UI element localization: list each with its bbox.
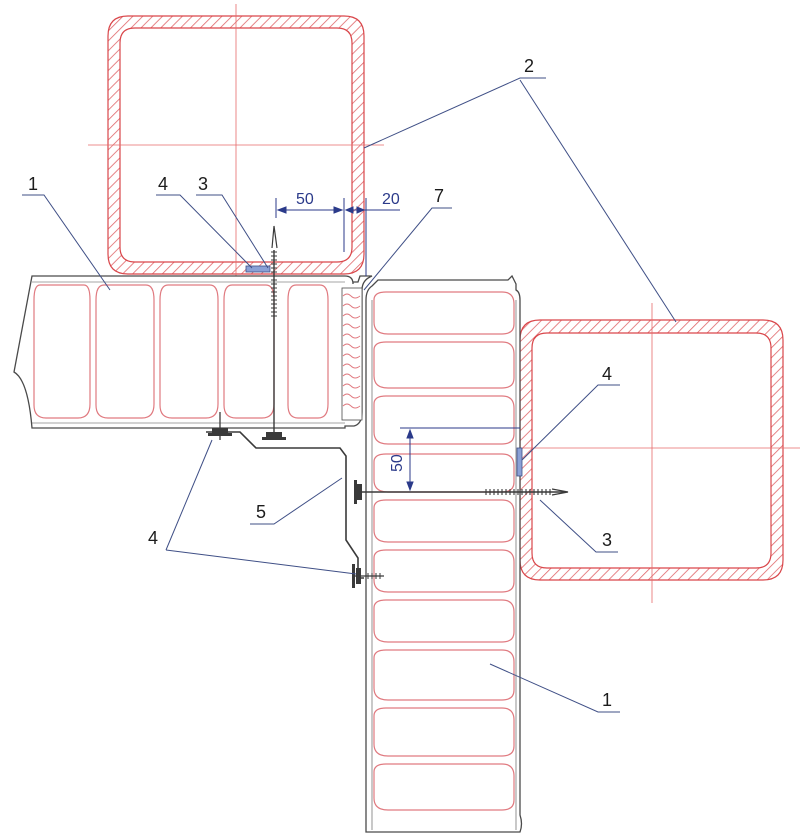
leader-sealant-top bbox=[156, 194, 253, 269]
leader-lines bbox=[22, 77, 677, 713]
screw-flashing-lower bbox=[352, 564, 384, 588]
label-sealant-top: 4 bbox=[158, 174, 168, 194]
leader-screw-top bbox=[196, 194, 269, 269]
leader-insert bbox=[363, 207, 452, 291]
dimension-top-width: 50 bbox=[296, 191, 314, 208]
panel-horizontal bbox=[13, 275, 373, 429]
label-screw-right: 3 bbox=[602, 530, 612, 550]
screw-right bbox=[354, 480, 569, 504]
leader-flashing bbox=[250, 477, 343, 525]
tube-right bbox=[505, 303, 800, 603]
leader-washer-b bbox=[165, 549, 357, 575]
label-screw-top: 3 bbox=[198, 174, 208, 194]
dimension-top-gap: 20 bbox=[382, 191, 400, 208]
label-sealant-right: 4 bbox=[602, 364, 612, 384]
panel-vertical-core bbox=[373, 291, 515, 811]
dimension-vertical-value: 50 bbox=[389, 454, 406, 472]
label-washer-bottom: 4 bbox=[148, 528, 158, 548]
insert-strip bbox=[341, 287, 363, 421]
sealant-top bbox=[245, 265, 271, 273]
dimension-vertical bbox=[400, 427, 520, 492]
flashing-profile bbox=[206, 431, 364, 579]
panel-vertical bbox=[365, 274, 523, 833]
panel-horizontal-core bbox=[33, 284, 329, 419]
tube-top bbox=[88, 4, 384, 286]
label-panel-bottom: 1 bbox=[602, 690, 612, 710]
label-flashing: 5 bbox=[256, 502, 266, 522]
leader-sealant-right bbox=[521, 384, 620, 461]
label-panel-left: 1 bbox=[28, 174, 38, 194]
dimension-top bbox=[275, 198, 400, 276]
leader-panel-left bbox=[22, 194, 111, 291]
screw-flashing-left bbox=[208, 412, 232, 440]
label-tube: 2 bbox=[524, 56, 534, 76]
leader-screw-right bbox=[539, 499, 618, 553]
screw-top bbox=[262, 225, 286, 440]
label-insert: 7 bbox=[434, 186, 444, 206]
leader-tube-top bbox=[363, 77, 546, 149]
sealant-right bbox=[516, 447, 523, 477]
leader-tube-right bbox=[519, 79, 677, 323]
leader-washer-a bbox=[165, 439, 213, 551]
leader-panel-bottom bbox=[489, 663, 620, 713]
